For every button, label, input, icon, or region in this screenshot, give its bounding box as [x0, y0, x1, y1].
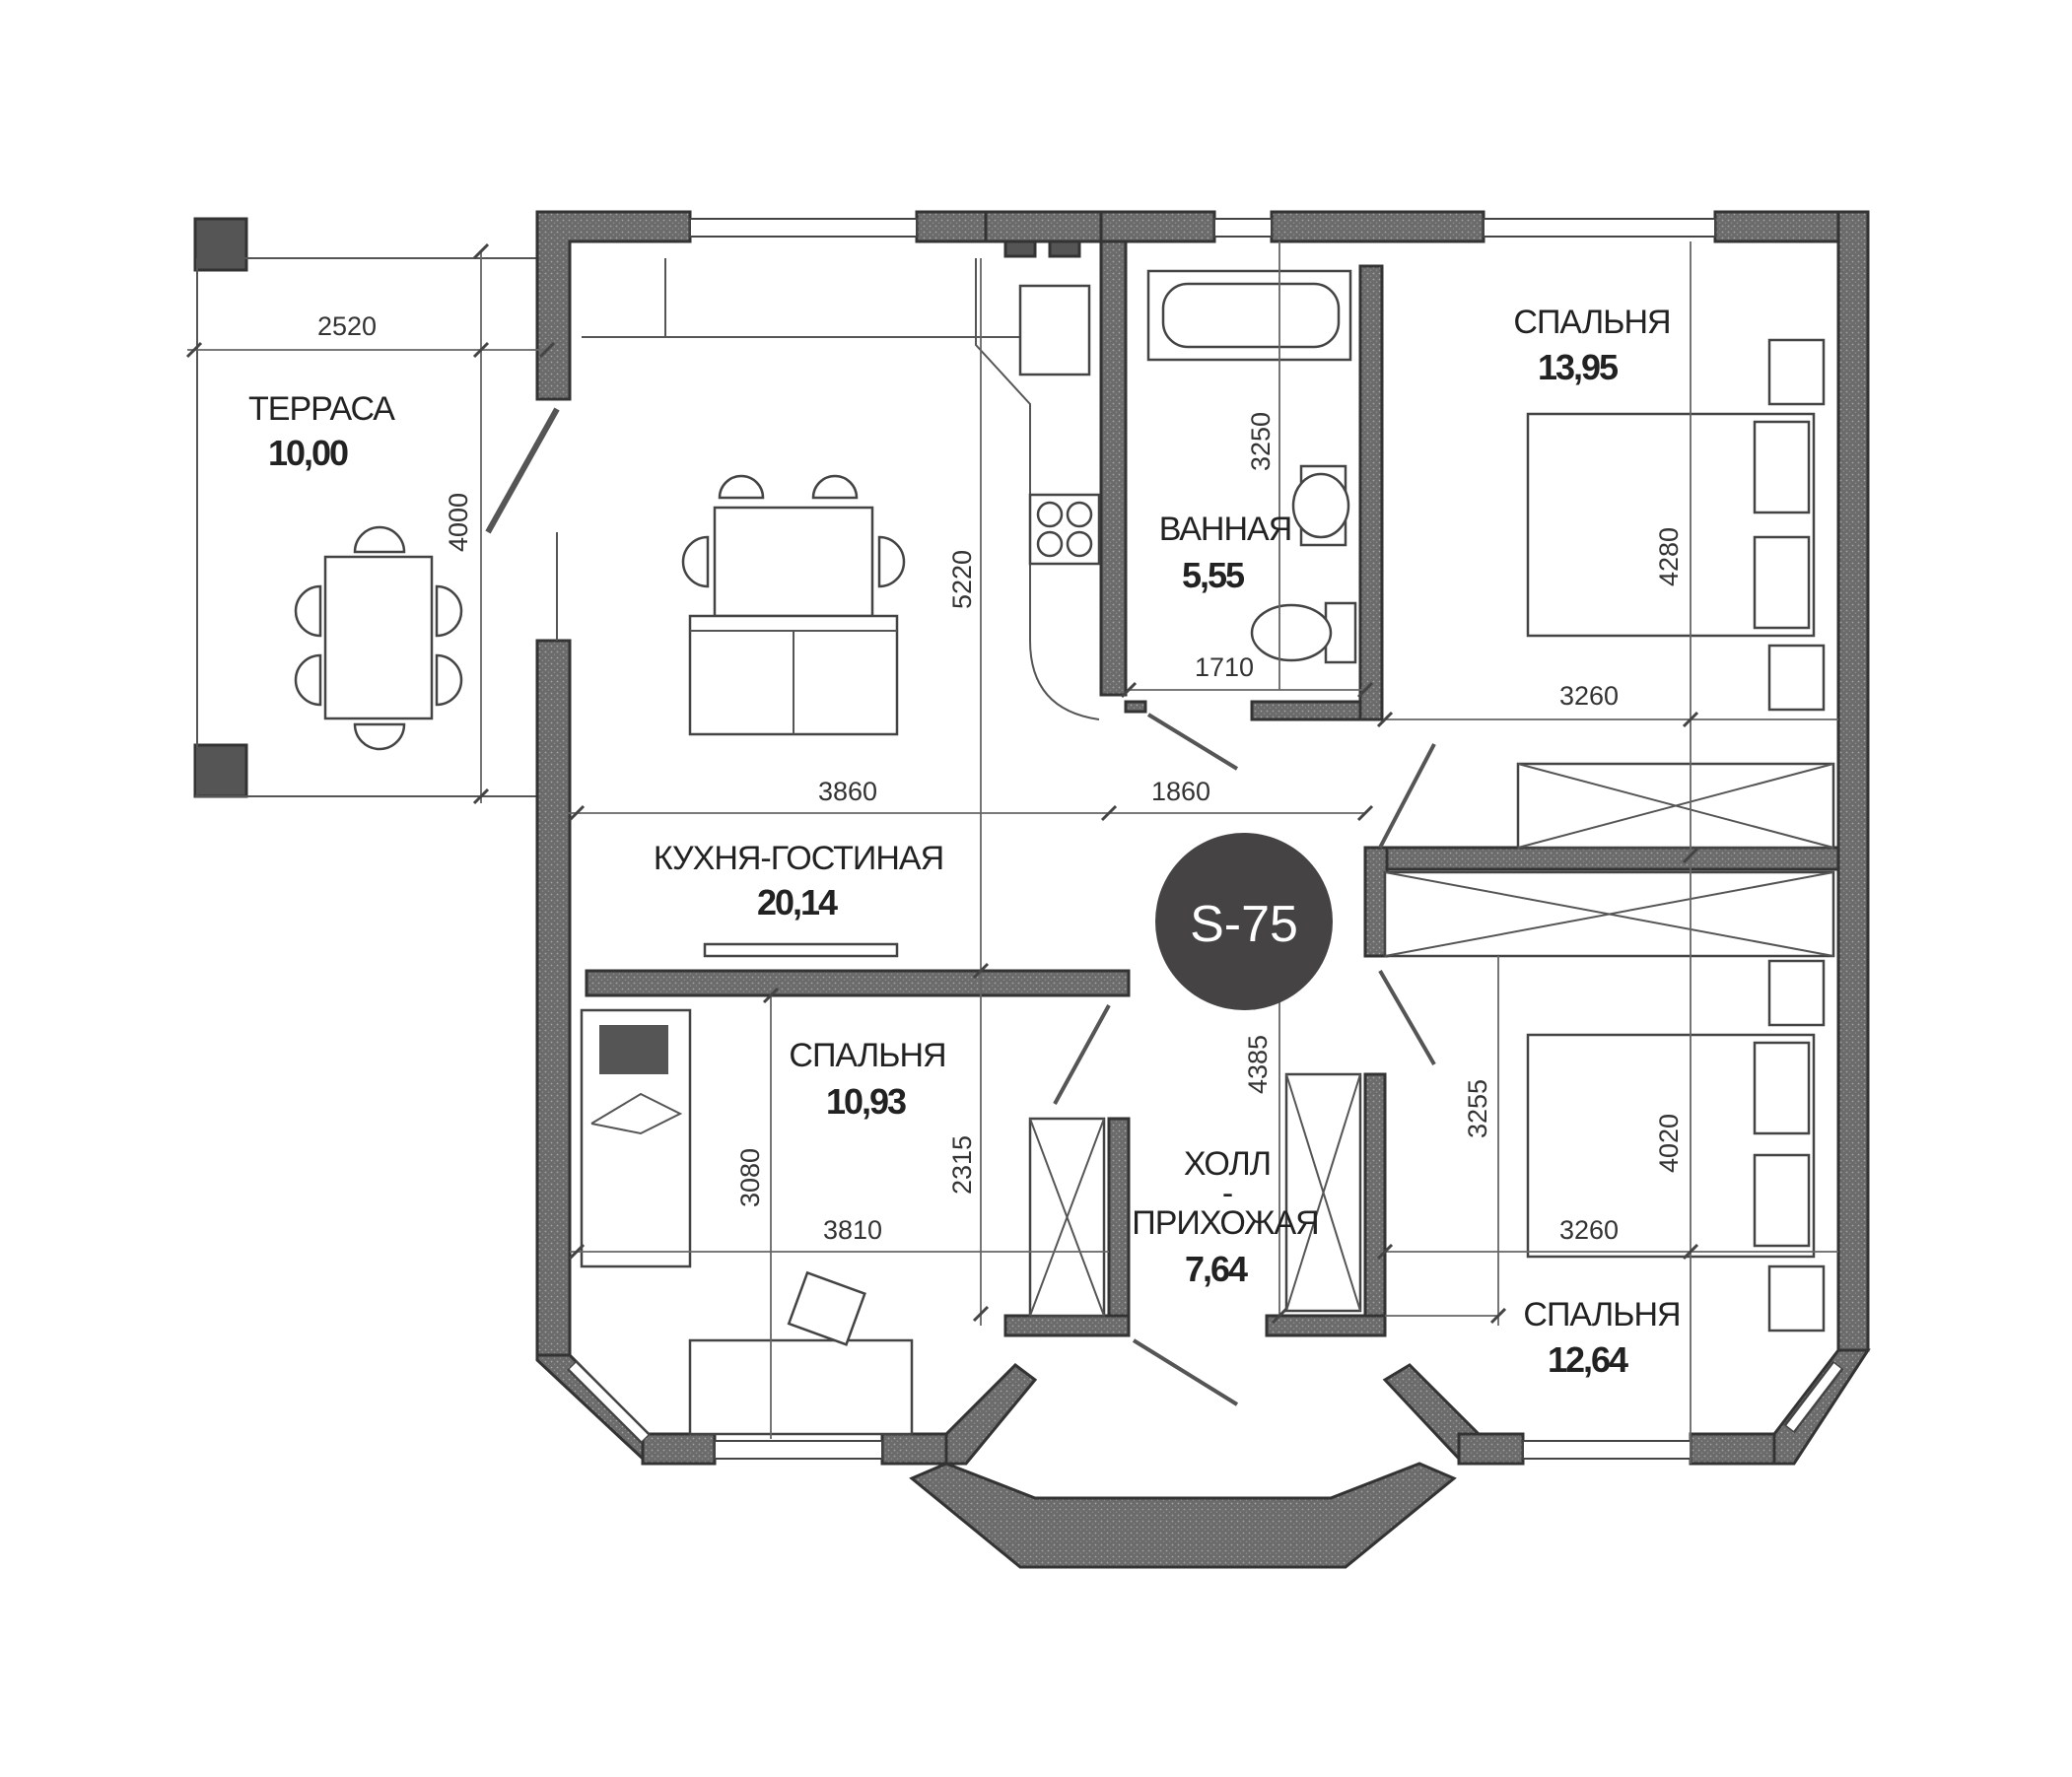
room-area-terrace: 10,00 [268, 433, 348, 473]
dimension-ticks [185, 242, 1699, 1325]
dim-bedroom-2-width: 3810 [823, 1215, 882, 1245]
room-area-bedroom-1: 13,95 [1538, 347, 1619, 387]
chair-icon [787, 1270, 866, 1346]
terrace-post-top [193, 217, 248, 272]
room-area-bedroom-2: 10,93 [826, 1081, 906, 1122]
dim-hall-width: 1860 [1151, 777, 1210, 806]
room-name-hall: ХОЛЛ [1184, 1145, 1271, 1183]
dim-bedroom-1-width: 3260 [1559, 681, 1619, 711]
kitchen-furniture [582, 258, 1101, 958]
room-area-bath: 5,55 [1182, 555, 1245, 595]
dim-kitchen-depth: 5220 [947, 550, 977, 609]
dim-bedroom-2-depth: 3080 [735, 1148, 765, 1207]
sink-icon [1018, 284, 1091, 376]
desk-icon [688, 1338, 914, 1436]
room-name-bath: ВАННАЯ [1159, 511, 1292, 548]
dim-corridor-depth: 2315 [947, 1135, 977, 1195]
room-name-bedroom-1: СПАЛЬНЯ [1513, 304, 1670, 341]
room-name-hall-2: ПРИХОЖАЯ [1132, 1204, 1318, 1242]
dim-bath-depth: 3250 [1246, 412, 1276, 471]
dimension-lines [187, 241, 1838, 1464]
plan-badge-circle [1155, 833, 1333, 1010]
dim-kitchen-width: 3860 [818, 777, 877, 806]
doors [485, 407, 1436, 1406]
room-area-kitchen: 20,14 [757, 882, 838, 923]
dim-bath-width: 1710 [1195, 652, 1254, 682]
room-name-terrace: ТЕРРАСА [248, 390, 395, 428]
dim-hall-depth: 4385 [1243, 1035, 1273, 1094]
dim-bedroom-3-depth: 3255 [1463, 1079, 1492, 1138]
dining-table [713, 506, 874, 618]
room-name-kitchen: КУХНЯ-ГОСТИНАЯ [654, 840, 943, 877]
room-name-hall-dash: - [1222, 1175, 1232, 1212]
terrace [193, 217, 537, 798]
bath-furniture [1146, 269, 1357, 664]
tv-icon [703, 942, 899, 958]
terrace-chairs [294, 525, 463, 751]
terrace-post-bottom [193, 743, 248, 798]
plan-badge: S-75 [1155, 833, 1333, 1010]
windows [567, 210, 1844, 1460]
dim-terrace-width: 2520 [317, 311, 377, 341]
room-name-bedroom-2: СПАЛЬНЯ [789, 1037, 945, 1074]
internal-walls [585, 239, 1840, 1337]
room-area-bedroom-3: 12,64 [1548, 1339, 1628, 1380]
dim-bedroom-3-width: 3260 [1559, 1215, 1619, 1245]
plan-badge-label: S-75 [1190, 896, 1298, 953]
dim-terrace-depth: 4000 [444, 493, 473, 552]
dim-bedroom-3-depth-2: 4020 [1654, 1114, 1684, 1173]
room-labels: ТЕРРАСА 10,00 КУХНЯ-ГОСТИНАЯ 20,14 ВАННА… [248, 304, 1682, 1380]
terrace-table [323, 555, 434, 720]
dim-bedroom-1-depth: 4280 [1654, 527, 1684, 586]
room-name-bedroom-3: СПАЛЬНЯ [1523, 1296, 1680, 1333]
dimension-labels: 2520 4000 3860 1860 5220 1710 3250 3260 … [317, 311, 1684, 1245]
bedroom-furniture [580, 338, 1835, 1436]
stove-icon [1028, 493, 1101, 566]
room-area-hall: 7,64 [1185, 1249, 1248, 1289]
